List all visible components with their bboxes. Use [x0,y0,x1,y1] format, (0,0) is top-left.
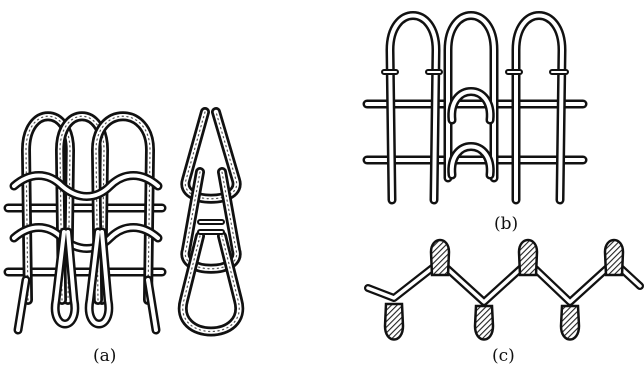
panel-b-caption: (b) [494,214,518,234]
panel-a-side-view [183,112,240,332]
panel-c-cross-section [368,240,640,340]
panel-c-upper-loop-sections [431,240,623,275]
panel-a-caption: (a) [93,346,116,366]
panel-a-face-view [8,116,162,330]
panel-b-course-yarns [367,104,583,160]
panel-b-open-loop-diagram [367,16,583,201]
panel-c-lower-loop-sections [385,304,579,340]
panel-c-caption: (c) [492,346,515,366]
